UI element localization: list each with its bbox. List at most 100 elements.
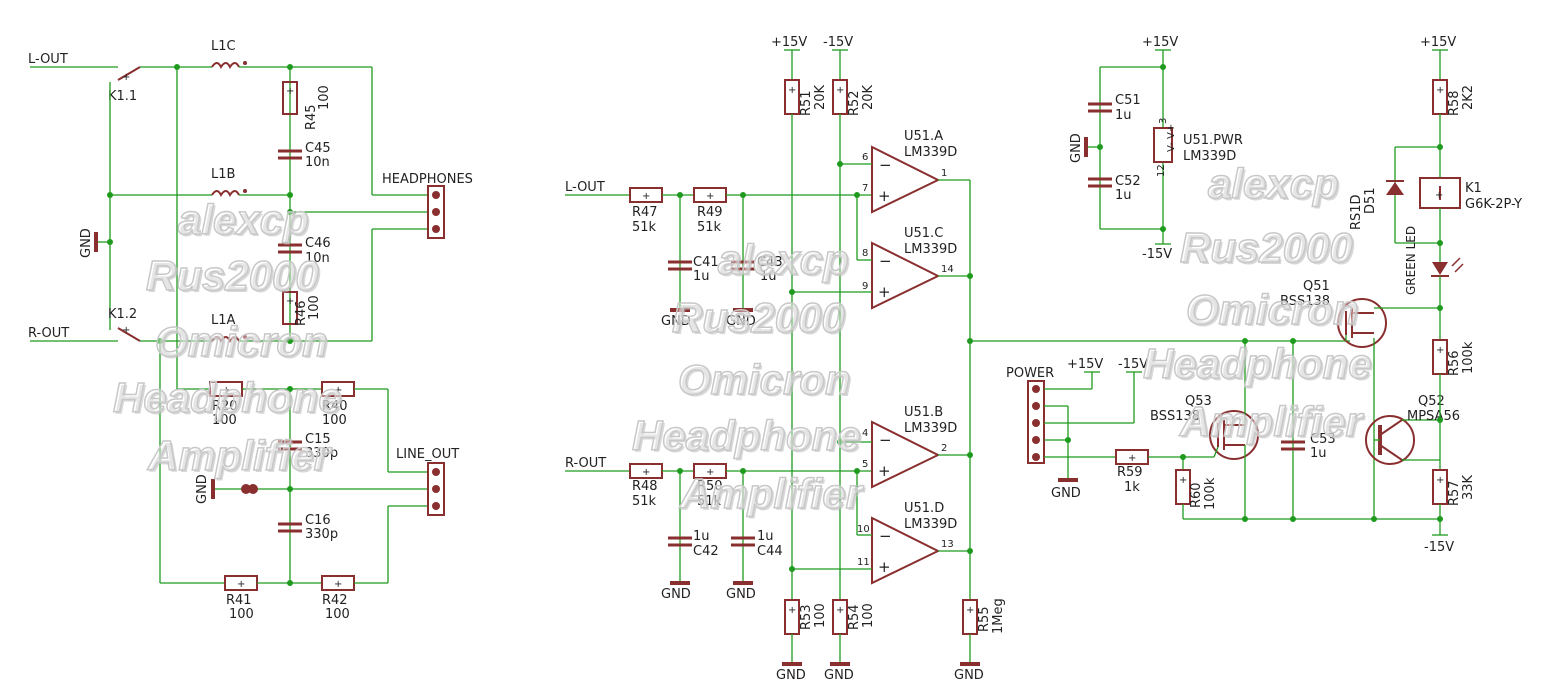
r59-label: R59 [1117, 465, 1143, 480]
r52-label: R52 [847, 90, 862, 116]
c15-label: C15 [305, 432, 331, 447]
svg-text:+: + [1436, 475, 1444, 486]
svg-text:51k: 51k [697, 220, 722, 235]
svg-text:+: + [966, 605, 974, 616]
svg-text:1u: 1u [693, 529, 710, 544]
svg-text:GND: GND [661, 314, 691, 329]
svg-text:100: 100 [813, 603, 828, 628]
svg-text:−: − [879, 252, 892, 270]
k1-1-label: K1.1 [108, 89, 137, 104]
svg-text:100: 100 [861, 603, 876, 628]
r49-label: R49 [697, 205, 723, 220]
svg-text:GND: GND [195, 474, 210, 504]
svg-text:GND: GND [776, 668, 806, 683]
r58-label: R58 [1447, 90, 1462, 116]
svg-text:+: + [788, 85, 796, 96]
c43-label: C43 [757, 255, 783, 270]
svg-text:+: + [706, 467, 714, 478]
svg-text:−: − [879, 156, 892, 174]
svg-text:1: 1 [941, 168, 947, 179]
k1-2-label: K1.2 [108, 307, 137, 322]
svg-text:+: + [286, 296, 294, 307]
c53-label: C53 [1310, 432, 1336, 447]
r48-label: R48 [632, 479, 658, 494]
c45-label: C45 [305, 141, 331, 156]
svg-text:1u: 1u [1310, 446, 1327, 461]
r41-label: R41 [226, 593, 252, 608]
svg-text:11: 11 [857, 557, 870, 568]
svg-text:6: 6 [862, 152, 868, 163]
svg-text:+: + [122, 72, 130, 83]
svg-text:−: − [879, 527, 892, 545]
svg-text:+: + [334, 579, 342, 590]
r60-label: R60 [1189, 482, 1204, 508]
c41-label: C41 [693, 255, 719, 270]
r57-label: R57 [1447, 480, 1462, 506]
svg-text:2K2: 2K2 [1461, 85, 1476, 110]
svg-text:7: 7 [862, 183, 868, 194]
r54-label: R54 [847, 604, 862, 630]
svg-text:G6K-2P-Y: G6K-2P-Y [1465, 197, 1522, 212]
svg-text:-15V: -15V [1424, 540, 1454, 555]
r51-label: R51 [799, 90, 814, 116]
svg-text:+15V: +15V [1067, 357, 1103, 372]
svg-text:10n: 10n [305, 251, 330, 266]
svg-text:+: + [237, 579, 245, 590]
svg-text:+: + [836, 605, 844, 616]
svg-text:LM339D: LM339D [904, 145, 957, 160]
svg-text:−: − [879, 431, 892, 449]
r55-label: R55 [977, 606, 992, 632]
svg-text:+: + [1179, 475, 1187, 486]
svg-text:+: + [642, 467, 650, 478]
svg-text:330p: 330p [305, 446, 338, 461]
svg-text:100: 100 [229, 607, 254, 622]
c46-label: C46 [305, 236, 331, 251]
svg-text:GND: GND [661, 587, 691, 602]
svg-text:33K: 33K [1461, 474, 1476, 500]
r47-label: R47 [632, 205, 658, 220]
comparator-u51b: − + U51.B LM339D 4 5 2 [840, 405, 970, 489]
r50-label: R50 [697, 479, 723, 494]
u51b-label: U51.B [904, 405, 943, 420]
c42-label: C42 [693, 544, 719, 559]
u51-pwr-label: U51.PWR [1183, 133, 1243, 148]
svg-text:330p: 330p [305, 527, 338, 542]
r45-label: R45 [304, 104, 319, 130]
svg-text:12: 12 [1156, 164, 1167, 177]
svg-text:51k: 51k [632, 220, 657, 235]
svg-text:+: + [334, 385, 342, 396]
svg-text:1u: 1u [757, 529, 774, 544]
svg-text:+15V: +15V [1142, 35, 1178, 50]
l-out-label: L-OUT [28, 52, 68, 67]
d51-label: D51 [1363, 187, 1378, 214]
l1b-label: L1B [211, 167, 235, 182]
r53-label: R53 [799, 604, 814, 630]
svg-text:+: + [122, 325, 130, 336]
svg-text:LM339D: LM339D [904, 421, 957, 436]
svg-text:1Meg: 1Meg [991, 598, 1006, 634]
svg-text:100: 100 [307, 295, 322, 320]
svg-text:+: + [878, 558, 891, 576]
svg-text:MPSA56: MPSA56 [1407, 409, 1460, 424]
r56-label: R56 [1447, 350, 1462, 376]
svg-text:GND: GND [824, 668, 854, 683]
c16-label: C16 [305, 513, 331, 528]
svg-text:+: + [642, 191, 650, 202]
r46-label: R46 [294, 300, 309, 326]
r42-label: R42 [322, 593, 348, 608]
svg-text:+: + [286, 86, 294, 97]
svg-text:+: + [1436, 85, 1444, 96]
svg-text:R-OUT: R-OUT [565, 456, 606, 471]
svg-text:-15V: -15V [1142, 247, 1172, 262]
svg-text:4: 4 [862, 428, 868, 439]
svg-text:9: 9 [862, 281, 868, 292]
svg-text:100k: 100k [1203, 477, 1218, 510]
power-label: POWER [1006, 366, 1054, 381]
svg-text:+: + [836, 85, 844, 96]
line-out-label: LINE_OUT [396, 447, 459, 462]
svg-text:LM339D: LM339D [904, 242, 957, 257]
r20-label: R20 [212, 399, 238, 414]
c44-label: C44 [757, 544, 783, 559]
r-out-label: R-OUT [28, 326, 69, 341]
q53-label: Q53 [1185, 394, 1212, 409]
